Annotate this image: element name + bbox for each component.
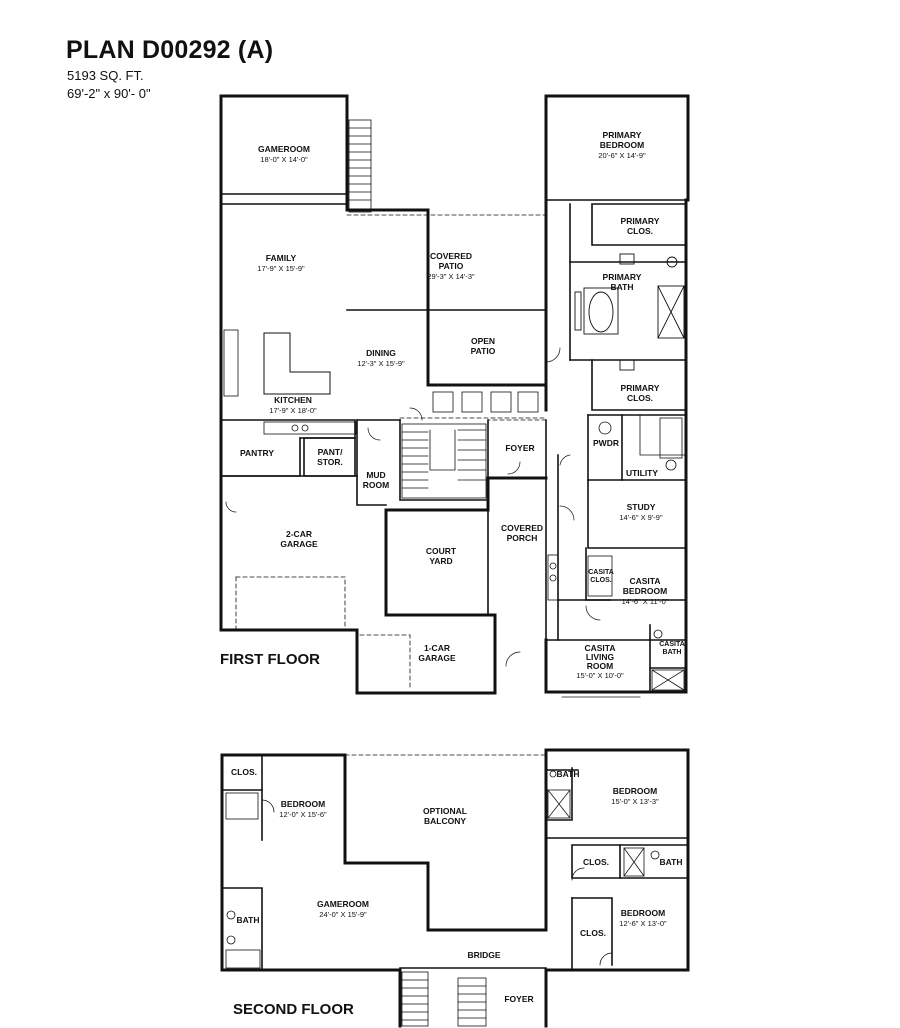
room-dims: 15'-0" X 10'-0" bbox=[576, 671, 624, 680]
room-name: BEDROOM bbox=[600, 140, 644, 150]
room-name: BEDROOM bbox=[621, 908, 665, 918]
room-name: PWDR bbox=[593, 438, 619, 448]
room-name: STOR. bbox=[317, 457, 343, 467]
room-name: CLOS. bbox=[231, 767, 257, 777]
kitchen-counters bbox=[223, 329, 357, 435]
room-name: CLOS. bbox=[583, 857, 609, 867]
room-name: FOYER bbox=[505, 443, 534, 453]
casita-fixtures bbox=[547, 554, 685, 698]
overall-dimensions: 69'-2" x 90'- 0" bbox=[67, 86, 151, 101]
room-name: UTILITY bbox=[626, 468, 658, 478]
room-dims: 15'-0" X 13'-3" bbox=[611, 797, 659, 806]
first-floor-door-swings bbox=[225, 347, 601, 667]
first-floor-exterior-stairs bbox=[348, 119, 372, 213]
room-name: PATIO bbox=[471, 346, 496, 356]
room-name: BALCONY bbox=[424, 816, 466, 826]
room-name: DINING bbox=[366, 348, 396, 358]
room-name: COVERED bbox=[501, 523, 543, 533]
room-name: CASITA bbox=[629, 576, 660, 586]
room-dims: 18'-0" X 14'-0" bbox=[260, 155, 308, 164]
primary-bath-fixtures bbox=[574, 253, 685, 371]
room-name: MUD bbox=[366, 470, 385, 480]
room-name: BEDROOM bbox=[281, 799, 325, 809]
room-name: OPTIONAL bbox=[423, 806, 467, 816]
room-name: FOYER bbox=[504, 994, 533, 1004]
room-name: CASITA bbox=[588, 569, 614, 576]
room-name: BATH bbox=[557, 769, 580, 779]
room-name: STUDY bbox=[627, 502, 656, 512]
room-name: BATH bbox=[237, 915, 260, 925]
first-floor-main-stair bbox=[401, 423, 487, 499]
room-dims: 29'-3" X 14'-3" bbox=[427, 272, 475, 281]
room-name: OPEN bbox=[471, 336, 495, 346]
room-name: YARD bbox=[429, 556, 452, 566]
room-name: 2-CAR bbox=[286, 529, 312, 539]
room-name: CLOS. bbox=[627, 393, 653, 403]
room-dims: 14'-6" X 11'-0" bbox=[622, 597, 669, 606]
first-floor-interior-walls bbox=[220, 193, 689, 693]
square-footage: 5193 SQ. FT. bbox=[67, 68, 144, 83]
room-name: ROOM bbox=[363, 480, 389, 490]
room-dims: 12'-6" X 13'-0" bbox=[619, 919, 667, 928]
second-floor-stairs bbox=[401, 971, 487, 1027]
room-name: GARAGE bbox=[418, 653, 456, 663]
room-name: CASITA bbox=[584, 643, 615, 653]
room-name: PRIMARY bbox=[603, 130, 642, 140]
room-name: COURT bbox=[426, 546, 457, 556]
room-name: CASITA bbox=[659, 641, 685, 648]
second-floor-fixtures bbox=[225, 770, 660, 969]
room-name: KITCHEN bbox=[274, 395, 312, 405]
room-name: CLOS. bbox=[590, 577, 611, 584]
first-floor-label: FIRST FLOOR bbox=[220, 651, 320, 668]
plan-title: PLAN D00292 (A) bbox=[66, 36, 274, 64]
room-name: COVERED bbox=[430, 251, 472, 261]
room-name: BATH bbox=[663, 649, 682, 656]
room-name: BRIDGE bbox=[467, 950, 500, 960]
room-name: BATH bbox=[611, 282, 634, 292]
room-dims: 20'-6" X 14'-9" bbox=[598, 151, 646, 160]
room-name: LIVING bbox=[586, 652, 615, 662]
room-dims: 14'-6" X 9'-9" bbox=[619, 513, 663, 522]
pwdr-utility-fixtures bbox=[598, 414, 687, 471]
room-name: CLOS. bbox=[627, 226, 653, 236]
room-dims: 24'-0" X 15'-9" bbox=[319, 910, 367, 919]
room-dims: 12'-3" X 15'-9" bbox=[357, 359, 405, 368]
second-floor-label: SECOND FLOOR bbox=[233, 1001, 354, 1018]
room-name: BATH bbox=[660, 857, 683, 867]
room-name: CLOS. bbox=[580, 928, 606, 938]
room-name: PANT/ bbox=[318, 447, 344, 457]
room-name: GARAGE bbox=[280, 539, 318, 549]
patio-pavers bbox=[432, 391, 539, 413]
room-name: FAMILY bbox=[266, 253, 297, 263]
room-name: PRIMARY bbox=[603, 272, 642, 282]
room-name: GAMEROOM bbox=[317, 899, 369, 909]
second-floor-room-labels: CLOS. BEDROOM 12'-0" X 15'-6" OPTIONAL B… bbox=[231, 767, 682, 1004]
first-floor-dashed-lines bbox=[235, 214, 547, 691]
first-floor-room-labels: GAMEROOM 18'-0" X 14'-0" PRIMARY BEDROOM… bbox=[240, 130, 685, 680]
room-name: PANTRY bbox=[240, 448, 274, 458]
room-name: PATIO bbox=[439, 261, 464, 271]
room-name: ROOM bbox=[587, 661, 613, 671]
room-name: 1-CAR bbox=[424, 643, 450, 653]
room-dims: 12'-0" X 15'-6" bbox=[279, 810, 327, 819]
kitchen-island bbox=[263, 332, 331, 395]
room-name: PRIMARY bbox=[621, 383, 660, 393]
room-name: PORCH bbox=[507, 533, 538, 543]
room-name: GAMEROOM bbox=[258, 144, 310, 154]
room-name: PRIMARY bbox=[621, 216, 660, 226]
room-name: BEDROOM bbox=[613, 786, 657, 796]
room-name: BEDROOM bbox=[623, 586, 667, 596]
room-dims: 17'-9" X 15'-9" bbox=[257, 264, 305, 273]
room-dims: 17'-9" X 18'-0" bbox=[269, 406, 317, 415]
second-floor-interior-walls bbox=[221, 754, 689, 971]
